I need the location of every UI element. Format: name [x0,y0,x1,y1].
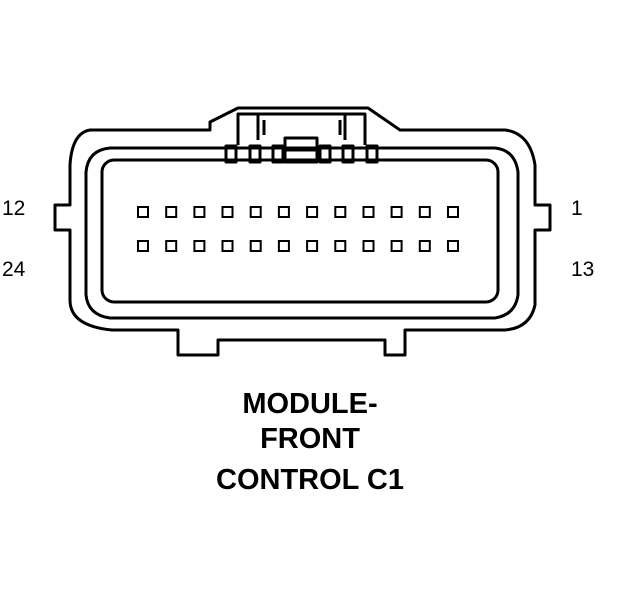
pin-cavity-1 [447,206,459,218]
pin-cavity-23 [165,240,178,252]
pin-grid [137,206,459,252]
pin-label-12: 12 [2,197,25,220]
pin-cavity-16 [362,240,375,252]
pin-cavity-3 [390,206,403,218]
title-line-1: MODULE- [242,388,377,420]
title-line-2: FRONT [260,423,360,455]
pin-cavity-8 [249,206,262,218]
pin-cavity-14 [418,240,431,252]
pin-cavity-18 [306,240,319,252]
pin-cavity-17 [334,240,347,252]
pin-cavity-6 [306,206,319,218]
pin-label-13: 13 [571,258,594,281]
pin-cavity-11 [165,206,178,218]
pin-cavity-24 [137,240,149,252]
pin-cavity-20 [249,240,262,252]
pin-cavity-19 [277,240,290,252]
pin-cavity [100,158,500,304]
pin-cavity-15 [390,240,403,252]
pin-cavity-10 [193,206,206,218]
pin-label-24: 24 [2,258,26,281]
pin-cavity-13 [447,240,459,252]
connector-inner-shell [84,146,520,320]
pin-label-1: 1 [571,197,583,220]
pin-cavity-22 [193,240,206,252]
title-line-3: CONTROL C1 [216,464,404,496]
pin-cavity-5 [334,206,347,218]
connector-outer-shell [53,106,552,357]
pin-cavity-4 [362,206,375,218]
pin-cavity-9 [221,206,234,218]
pin-cavity-2 [418,206,431,218]
pin-cavity-21 [221,240,234,252]
latch [224,112,379,164]
pin-cavity-7 [277,206,290,218]
pin-cavity-12 [137,206,149,218]
